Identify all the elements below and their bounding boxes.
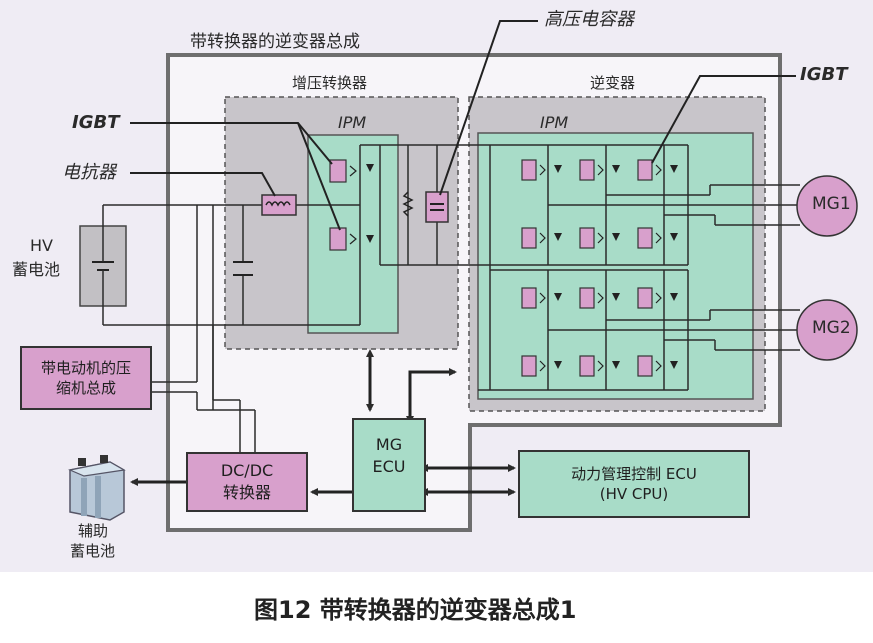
power-ecu-label-line2: (HV CPU) — [599, 485, 669, 503]
aux-battery-label-line1: 辅助 — [78, 522, 109, 540]
mg2-motor-circle — [796, 299, 858, 361]
ipm-right-box — [477, 132, 754, 400]
figure-caption: 图12 带转换器的逆变器总成1 — [254, 596, 577, 624]
frame-title: 带转换器的逆变器总成 — [190, 32, 360, 52]
mg-ecu-label-line1: MG — [375, 435, 403, 454]
aux-battery-label-line2: 蓄电池 — [70, 542, 116, 560]
igbt-module-7 — [521, 287, 562, 309]
igbt-module-11 — [579, 355, 620, 377]
igbt-module-8 — [579, 287, 620, 309]
igbt-module-3 — [637, 159, 678, 181]
igbt-right-label: IGBT — [800, 64, 848, 85]
hv-capacitor-symbol — [425, 191, 449, 223]
compressor-assembly-box: 带电动机的压 缩机总成 — [20, 346, 152, 410]
mg-ecu-box: MG ECU — [352, 418, 426, 512]
hv-capacitor-label: 高压电容器 — [544, 9, 634, 30]
mg1-label: MG1 — [812, 194, 851, 214]
igbt-module-10 — [521, 355, 562, 377]
reactor-label: 电抗器 — [62, 162, 116, 183]
ipm-left-box — [307, 134, 399, 334]
inverter-title: 逆变器 — [590, 74, 636, 92]
power-management-ecu-box: 动力管理控制 ECU (HV CPU) — [518, 450, 750, 518]
compressor-label-line2: 缩机总成 — [55, 379, 116, 397]
igbt-module-left-upper — [329, 159, 374, 183]
igbt-module-9 — [637, 287, 678, 309]
igbt-left-label: IGBT — [72, 112, 120, 133]
hv-battery-label-line1: HV — [30, 236, 53, 255]
reactor-symbol — [261, 194, 297, 216]
igbt-module-12 — [637, 355, 678, 377]
igbt-module-6 — [637, 227, 678, 249]
igbt-grid-right — [521, 159, 678, 377]
mg-ecu-label-line2: ECU — [372, 456, 406, 476]
igbt-module-5 — [579, 227, 620, 249]
mg2-label: MG2 — [812, 318, 851, 338]
leader-lines — [130, 20, 796, 231]
ipm-right-label: IPM — [540, 113, 569, 132]
dcdc-label-line2: 转换器 — [222, 483, 271, 502]
igbt-module-1 — [521, 159, 562, 181]
signal-arrows — [130, 349, 516, 496]
bus-wiring — [103, 144, 800, 452]
compressor-label-line1: 带电动机的压 — [40, 358, 131, 377]
boost-converter-title: 增压转换器 — [292, 74, 368, 92]
igbt-module-2 — [579, 159, 620, 181]
power-ecu-label-line1: 动力管理控制 ECU — [571, 464, 697, 483]
dcdc-converter-box: DC/DC 转换器 — [186, 452, 308, 512]
dcdc-label-line1: DC/DC — [220, 461, 274, 481]
hv-battery-label-line2: 蓄电池 — [12, 260, 61, 279]
igbt-module-left-lower — [329, 227, 374, 251]
aux-battery-icon — [67, 455, 126, 521]
igbt-module-4 — [521, 227, 562, 249]
mg1-motor-circle — [796, 175, 858, 237]
ipm-left-label: IPM — [338, 113, 367, 132]
